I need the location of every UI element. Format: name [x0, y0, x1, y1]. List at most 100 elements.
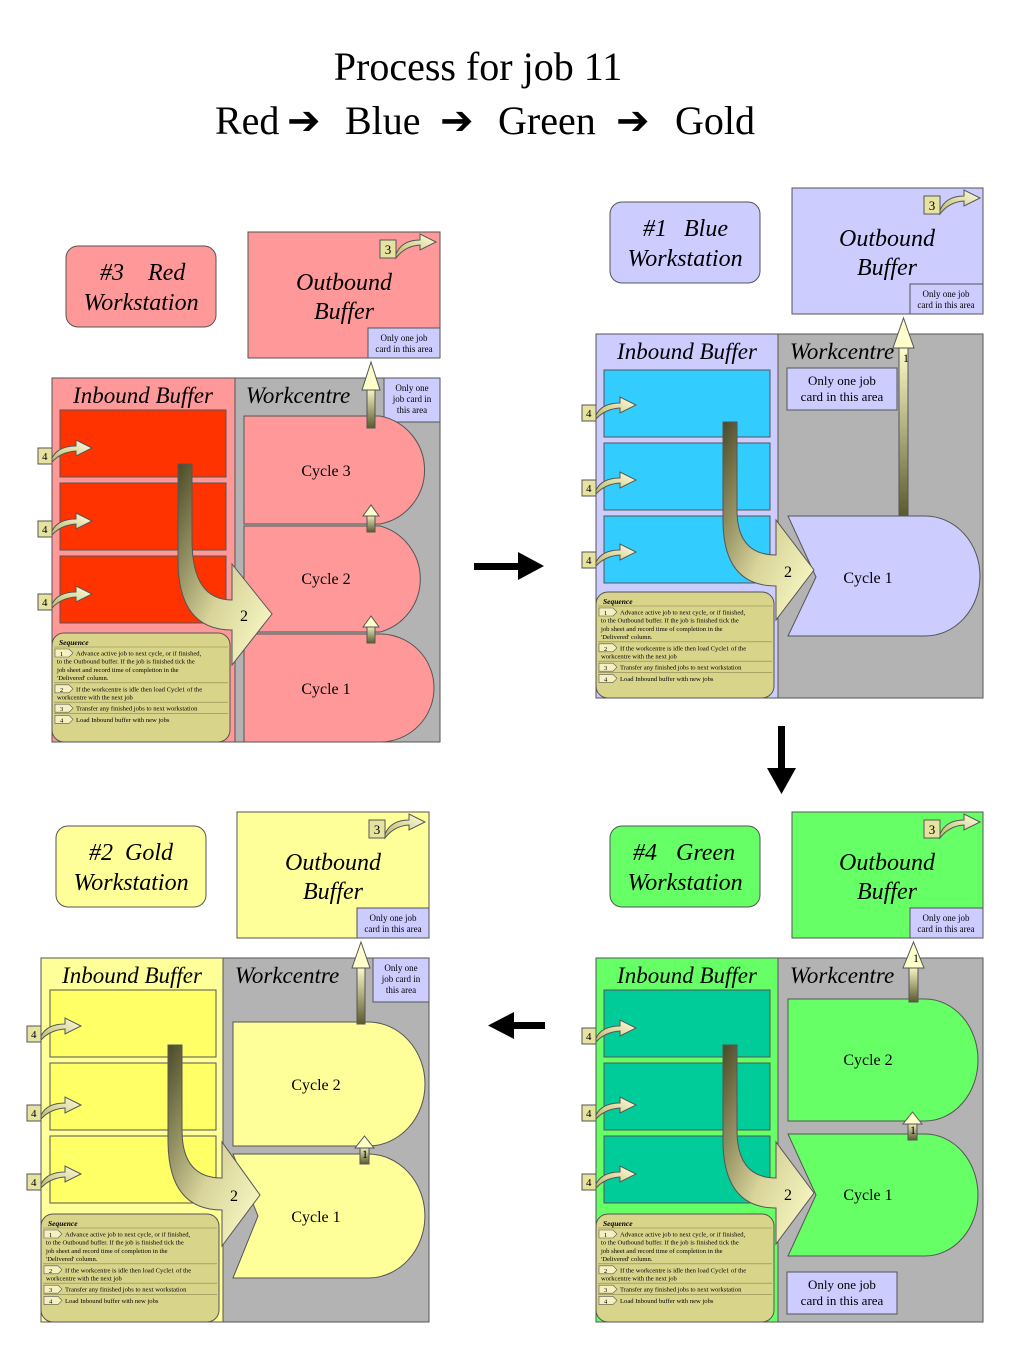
sequence-step-text: to the Outbound buffer. If the job is fi… [601, 1240, 739, 1247]
title-line-1: Process for job 11 [334, 44, 622, 89]
sequence-step-text: workcentre with the next job [601, 654, 678, 661]
sequence-step-arrow-icon: 2 [598, 1265, 618, 1275]
svg-text:1: 1 [913, 951, 919, 965]
workstation-label-name: Gold [125, 840, 174, 866]
note-one-job: Only one job card in this area [356, 907, 430, 939]
sequence-step-text: If the workcentre is idle then load Cycl… [620, 645, 746, 652]
workstation-label-box [609, 825, 761, 908]
svg-text:Only one job: Only one job [381, 333, 428, 343]
transfer-curl-icon: 3 [923, 813, 982, 840]
sequence-step-text: Advance active job to next cycle, or if … [65, 1232, 191, 1239]
note-one-job: Only one job card in this area [367, 327, 441, 359]
advance-arrow-icon [362, 615, 380, 644]
inbound-slot [603, 1062, 771, 1131]
sequence-step-number: 3 [60, 706, 63, 713]
inbound-badge-number: 4 [31, 1029, 37, 1041]
sequence-step-number: 2 [604, 646, 607, 653]
inbound-badge-number: 4 [586, 1031, 592, 1043]
svg-text:2: 2 [240, 608, 248, 625]
workcentre-label: Workcentre [790, 963, 894, 988]
svg-text:3: 3 [385, 242, 392, 257]
inbound-load-curl-icon: 4 [37, 585, 94, 611]
sequence-step-arrow-icon: 1 [54, 648, 74, 658]
sequence-step-number: 3 [604, 1287, 607, 1294]
outbound-label-line1: Outbound [285, 850, 382, 876]
inbound-badge-number: 4 [42, 451, 48, 463]
svg-text:card in this area: card in this area [375, 344, 432, 354]
sequence-step-number: 4 [60, 717, 64, 724]
transfer-curl-icon: 3 [923, 189, 982, 216]
inbound-label: Inbound Buffer [61, 963, 203, 988]
sequence-step-number: 3 [604, 665, 607, 672]
sequence-step-text: 'Delivered' column. [46, 1256, 98, 1263]
advance-arrow-icon [362, 504, 380, 533]
sequence-step-arrow-icon: 2 [54, 684, 74, 694]
sequence-step-text: 'Delivered' column. [601, 634, 653, 641]
inbound-badge-number: 4 [586, 408, 592, 420]
workstation-label-box [55, 825, 207, 908]
svg-text:Only one job: Only one job [370, 913, 417, 923]
load-cycle-arrow-icon: 2 [177, 463, 273, 667]
svg-text:2: 2 [230, 1188, 238, 1205]
outbound-label-line2: Buffer [857, 255, 918, 281]
sequence-step-arrow-icon: 1 [598, 607, 618, 617]
sequence-step-text: Transfer any finished jobs to next works… [65, 1287, 187, 1294]
sequence-step-number: 1 [604, 610, 607, 617]
note-one-job: Only one job card in this area [786, 1271, 898, 1315]
inbound-slot [59, 409, 227, 478]
inbound-load-curl-icon: 4 [581, 471, 638, 497]
cycle-stage [243, 415, 425, 525]
cycle-label: Cycle 1 [301, 681, 350, 698]
sequence-step-number: 4 [49, 1298, 53, 1305]
cycle-stage [243, 525, 421, 633]
workstation-gold: #2 Gold Workstation Outbound Buffer 3 On… [40, 811, 430, 1323]
sequence-step-text: If the workcentre is idle then load Cycl… [65, 1267, 191, 1274]
cycle-label: Cycle 2 [291, 1077, 340, 1094]
inbound-badge-number: 4 [42, 524, 48, 536]
sequence-step-blue: Blue [345, 98, 421, 143]
sequence-step-text: workcentre with the next job [46, 1276, 123, 1283]
inbound-load-curl-icon: 4 [581, 396, 638, 422]
inbound-load-curl-icon: 4 [37, 512, 94, 538]
workstation-label-name: Red [147, 260, 186, 286]
inbound-load-curl-icon: 4 [26, 1165, 83, 1191]
workcentre-label: Workcentre [235, 963, 339, 988]
sequence-step-number: 3 [49, 1287, 52, 1294]
sequence-step-arrow-icon: 4 [598, 674, 618, 683]
outbound-label-line1: Outbound [839, 226, 936, 252]
sequence-step-text: If the workcentre is idle then load Cycl… [620, 1267, 746, 1274]
outbound-label-line1: Outbound [839, 850, 936, 876]
sequence-heading: Sequence [603, 597, 633, 606]
flow-arrow-down-icon [767, 726, 796, 794]
svg-text:Only one: Only one [384, 963, 417, 973]
inbound-load-curl-icon: 4 [581, 543, 638, 569]
inbound-badge-number: 4 [586, 1108, 592, 1120]
inbound-badge-number: 4 [586, 1177, 592, 1189]
sequence-step-text: to the Outbound buffer. If the job is fi… [601, 618, 739, 625]
svg-text:2: 2 [784, 564, 792, 581]
svg-text:card in this area: card in this area [917, 924, 974, 934]
workstation-label-name: Green [676, 840, 735, 866]
sequence-box [40, 1213, 220, 1323]
load-cycle-arrow-icon: 2 [722, 1044, 815, 1246]
sequence-step-arrow-icon: 3 [54, 703, 74, 713]
sequence-step-arrow-icon: 2 [43, 1265, 63, 1275]
inbound-badge-number: 4 [42, 597, 48, 609]
note-one-job: Only one job card in this area [909, 907, 984, 939]
transfer-curl-icon: 3 [379, 233, 438, 260]
workstation-label-line2: Workstation [627, 246, 742, 272]
inbound-load-curl-icon: 4 [581, 1096, 638, 1122]
workstation-red: #3 Red Workstation Outbound Buffer 3 Onl… [51, 231, 441, 743]
sequence-step-text: Load Inbound buffer with new jobs [620, 1298, 714, 1305]
cycle-label: Cycle 1 [843, 1187, 892, 1204]
sequence-step-text: Load Inbound buffer with new jobs [65, 1298, 159, 1305]
svg-text:this area: this area [397, 405, 427, 415]
workstation-label-line2: Workstation [627, 870, 742, 896]
inbound-load-curl-icon: 4 [26, 1096, 83, 1122]
sequence-step-green: Green [498, 98, 596, 143]
sequence-step-arrow-icon: 4 [54, 715, 74, 724]
